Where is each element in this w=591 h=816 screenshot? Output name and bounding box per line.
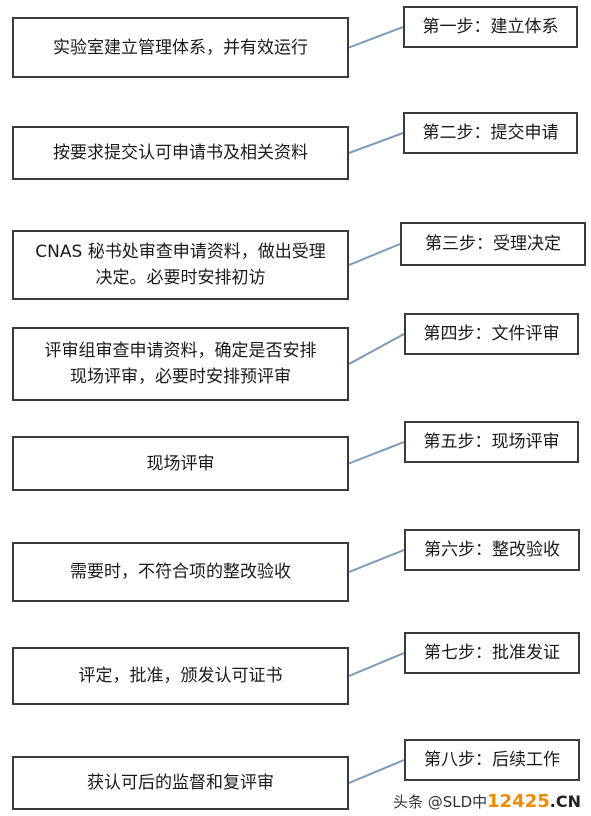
step-8-description-line: 获认可后的监督和复评审	[87, 773, 274, 793]
step-6-label-box: 第六步：整改验收	[404, 529, 580, 571]
step-2-label: 第二步：提交申请	[422, 123, 559, 143]
step-1-label: 第一步：建立体系	[422, 17, 559, 37]
step-4-description-line: 现场评审，必要时安排预评审	[70, 367, 291, 387]
step-8-description-box: 获认可后的监督和复评审	[12, 756, 349, 810]
step-5-description-line: 现场评审	[146, 453, 215, 474]
step-8-label-box: 第八步：后续工作	[404, 739, 580, 781]
watermark-prefix: 头条 @SLD中	[392, 793, 488, 811]
step-7-connector-line	[348, 652, 405, 677]
watermark-number: 12425	[487, 791, 550, 812]
step-7-label-box: 第七步：批准发证	[404, 632, 580, 674]
step-3-label-box: 第三步：受理决定	[400, 222, 586, 266]
step-2-connector-line	[348, 132, 404, 154]
step-4-description-box: 评审组审查申请资料，确定是否安排现场评审，必要时安排预评审	[12, 327, 349, 401]
step-8-label: 第八步：后续工作	[424, 750, 560, 770]
step-1-description-line: 实验室建立管理体系，并有效运行	[53, 37, 308, 58]
step-7-label: 第七步：批准发证	[424, 643, 560, 663]
step-8-connector-line	[348, 759, 405, 784]
step-3-description-box: CNAS 秘书处审查申请资料，做出受理决定。必要时安排初访	[12, 230, 349, 300]
watermark-suffix: .CN	[549, 792, 581, 811]
step-5-label-box: 第五步：现场评审	[404, 421, 579, 463]
step-4-connector-line	[348, 333, 405, 365]
step-5-description-box: 现场评审	[12, 436, 349, 491]
step-6-description-box: 需要时，不符合项的整改验收	[12, 542, 349, 602]
step-3-label: 第三步：受理决定	[425, 234, 561, 254]
step-3-description-line: CNAS 秘书处审查申请资料，做出受理	[35, 242, 326, 262]
step-4-label: 第四步：文件评审	[423, 324, 560, 344]
step-6-description-line: 需要时，不符合项的整改验收	[70, 562, 291, 582]
step-3-description-line: 决定。必要时安排初访	[95, 268, 266, 288]
step-2-description-box: 按要求提交认可申请书及相关资料	[12, 126, 349, 180]
step-3-connector-line	[348, 243, 401, 266]
step-5-label: 第五步：现场评审	[423, 432, 560, 452]
step-2-label-box: 第二步：提交申请	[403, 112, 578, 154]
step-6-connector-line	[348, 549, 405, 573]
step-1-label-box: 第一步：建立体系	[403, 6, 578, 48]
step-7-description-line: 评定，批准，颁发认可证书	[78, 666, 283, 686]
step-4-description-line: 评审组审查申请资料，确定是否安排	[44, 341, 317, 361]
step-4-label-box: 第四步：文件评审	[404, 313, 579, 355]
step-7-description-box: 评定，批准，颁发认可证书	[12, 647, 349, 705]
step-5-connector-line	[348, 441, 405, 465]
watermark: 头条 @SLD中12425.CN	[393, 791, 581, 812]
step-1-description-box: 实验室建立管理体系，并有效运行	[12, 17, 349, 78]
step-1-connector-line	[348, 26, 404, 49]
step-6-label: 第六步：整改验收	[424, 540, 560, 560]
step-2-description-line: 按要求提交认可申请书及相关资料	[53, 143, 308, 163]
